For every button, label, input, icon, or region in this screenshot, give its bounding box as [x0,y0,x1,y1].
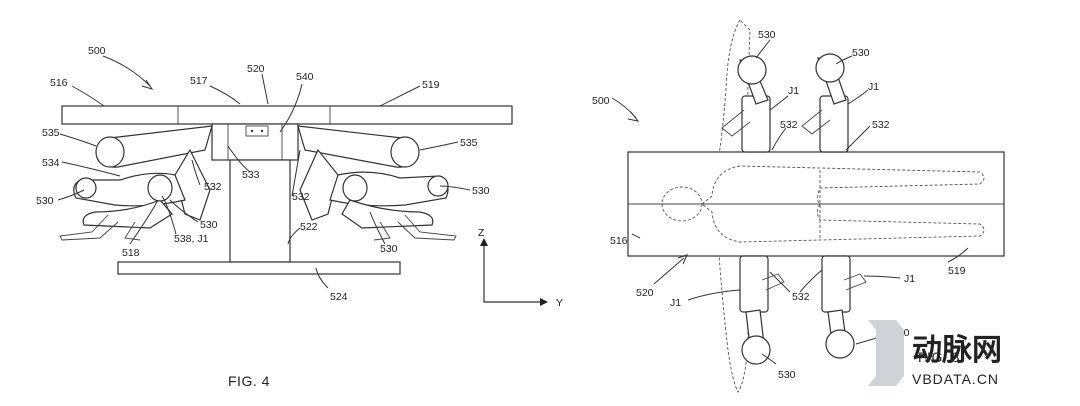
label-518: 518 [122,247,140,259]
label-535-right: 535 [460,137,478,149]
label-519-fig8: 519 [948,265,966,277]
watermark-domain: VBDATA.CN [912,371,999,387]
label-519: 519 [422,79,440,91]
label-533: 533 [242,169,260,181]
label-535-left: 535 [42,127,60,139]
watermark-brand: 动脉网 [912,334,1002,367]
label-534: 534 [42,157,60,169]
label-524: 524 [330,291,348,303]
label-538-j1: 538, J1 [174,233,209,245]
label-530-top-left: 530 [758,29,776,41]
label-532-top-left: 532 [780,119,798,131]
base-plate [117,261,401,275]
label-530-bottom-left: 530 [778,369,796,381]
label-522: 522 [300,221,318,233]
vbdata-watermark: 动脉网 VBDATA.CN [868,320,1002,387]
label-520-fig8: 520 [636,287,654,299]
label-532-left: 532 [204,181,222,193]
vbdata-logo-icon [868,320,904,386]
fig8-caption: FIG. 8 [918,349,960,365]
patient-body-outline [701,165,985,243]
label-530-center-left: 530 [200,219,218,231]
fig4-drawing [57,55,548,306]
label-520: 520 [247,63,265,75]
axis-label-y: Y [556,297,563,309]
label-516-fig8: 516 [610,235,628,247]
label-517: 517 [190,75,208,87]
label-j1-top-left: J1 [788,85,799,97]
axis-label-z: Z [478,227,485,239]
label-532-bottom: 532 [792,291,810,303]
label-500: 500 [88,45,106,57]
label-j1-top-right: J1 [868,81,879,93]
label-540: 540 [296,71,314,83]
center-mount [211,123,299,161]
label-j1-bottom-right: J1 [904,273,915,285]
label-532-top-right: 532 [872,119,890,131]
label-j1-bottom-left: J1 [670,297,681,309]
label-532-right: 532 [292,191,310,203]
label-530-right: 530 [472,185,490,197]
label-500-fig8: 500 [592,95,610,107]
fig4-caption: FIG. 4 [228,373,270,389]
pedestal-column [229,159,291,263]
label-530-top-right: 530 [852,47,870,59]
label-516: 516 [50,77,68,89]
label-530-center-right: 530 [380,243,398,255]
label-530-left: 530 [36,195,54,207]
fig8-drawing [611,19,1005,393]
